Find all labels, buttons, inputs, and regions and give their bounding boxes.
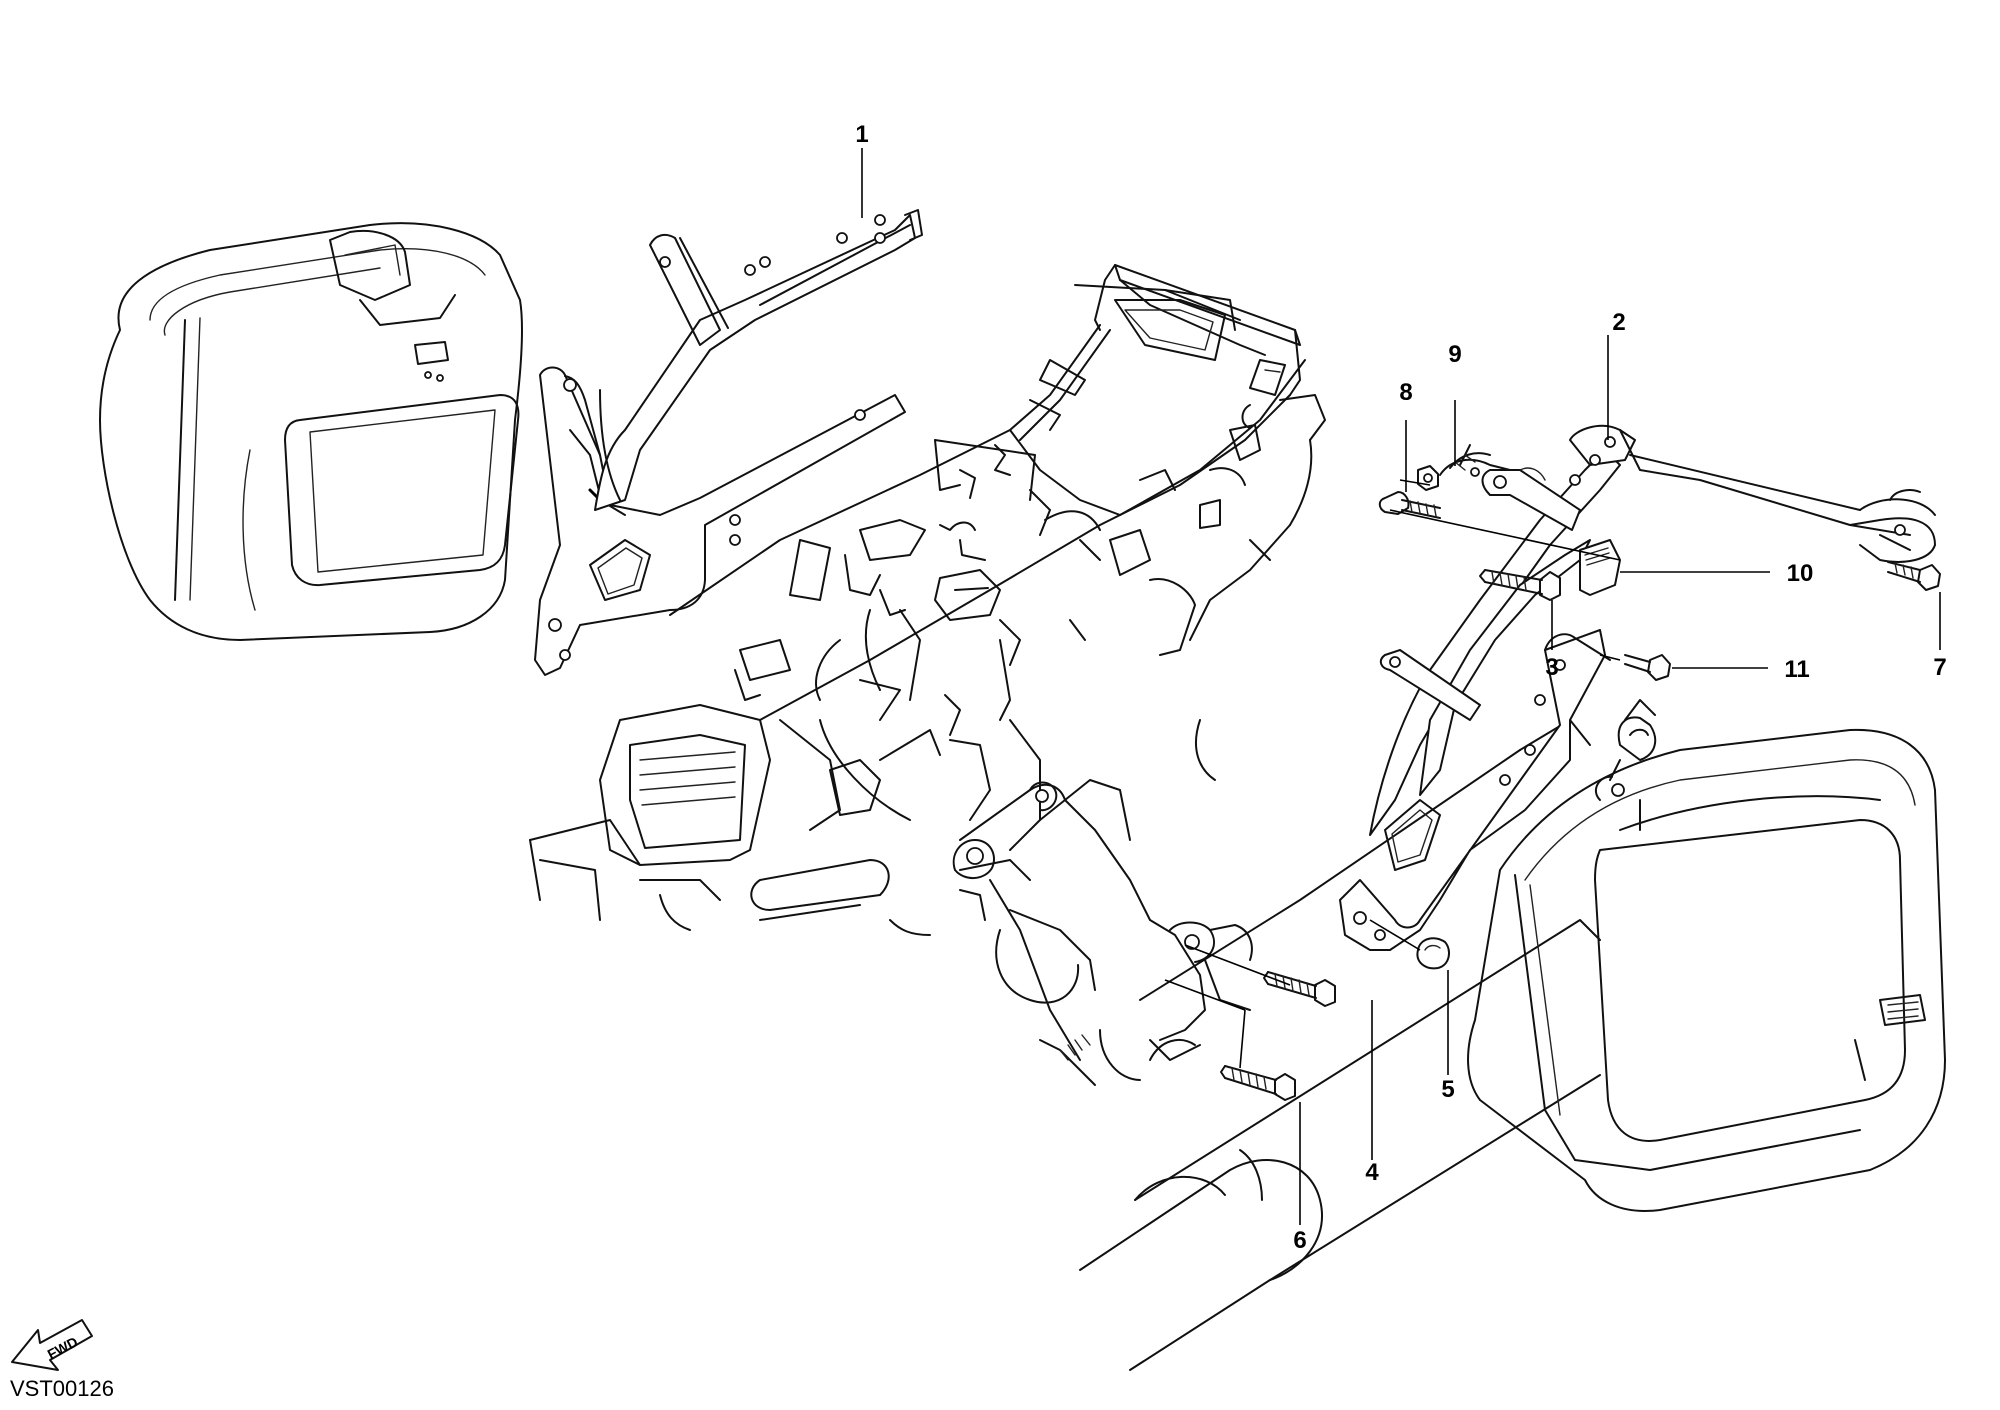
- callout-labels: 1 2 3 4 5 6 7 8 9 10 11: [855, 121, 1946, 1254]
- callout-10: 10: [1787, 560, 1814, 587]
- assembly-lines: [1164, 479, 1621, 1069]
- drawing-code: VST00126: [10, 1376, 114, 1401]
- callout-8: 8: [1399, 379, 1412, 406]
- callout-1: 1: [855, 121, 868, 148]
- callout-2: 2: [1612, 309, 1625, 336]
- fasteners: [1220, 452, 1941, 1101]
- right-side-bracket: [1339, 424, 1936, 951]
- callout-3: 3: [1545, 654, 1558, 681]
- callout-5: 5: [1441, 1076, 1454, 1103]
- left-pannier: [99, 222, 524, 641]
- left-side-bracket: [534, 209, 923, 676]
- bolt-3: [1539, 571, 1561, 601]
- right-pannier: [1467, 699, 1946, 1212]
- suspension-linkage: [952, 781, 1253, 1086]
- spacer-5: [1416, 937, 1451, 970]
- fwd-arrow-icon: [11, 1319, 93, 1371]
- callout-6: 6: [1293, 1227, 1306, 1254]
- callout-9: 9: [1448, 341, 1461, 368]
- callout-4: 4: [1365, 1159, 1379, 1186]
- rubber-pad-10: [1579, 539, 1621, 596]
- callout-leaders: [861, 148, 1941, 1225]
- exhaust-silencer: [1079, 719, 1601, 1371]
- rear-subframe: [529, 264, 1326, 936]
- bolt-7: [1917, 564, 1941, 591]
- bolt-6: [1274, 1073, 1296, 1101]
- bolt-11: [1647, 654, 1671, 681]
- callout-7: 7: [1933, 654, 1946, 681]
- forward-arrow: FWD: [11, 1319, 93, 1371]
- callout-11: 11: [1784, 656, 1809, 683]
- bolt-4: [1314, 979, 1336, 1007]
